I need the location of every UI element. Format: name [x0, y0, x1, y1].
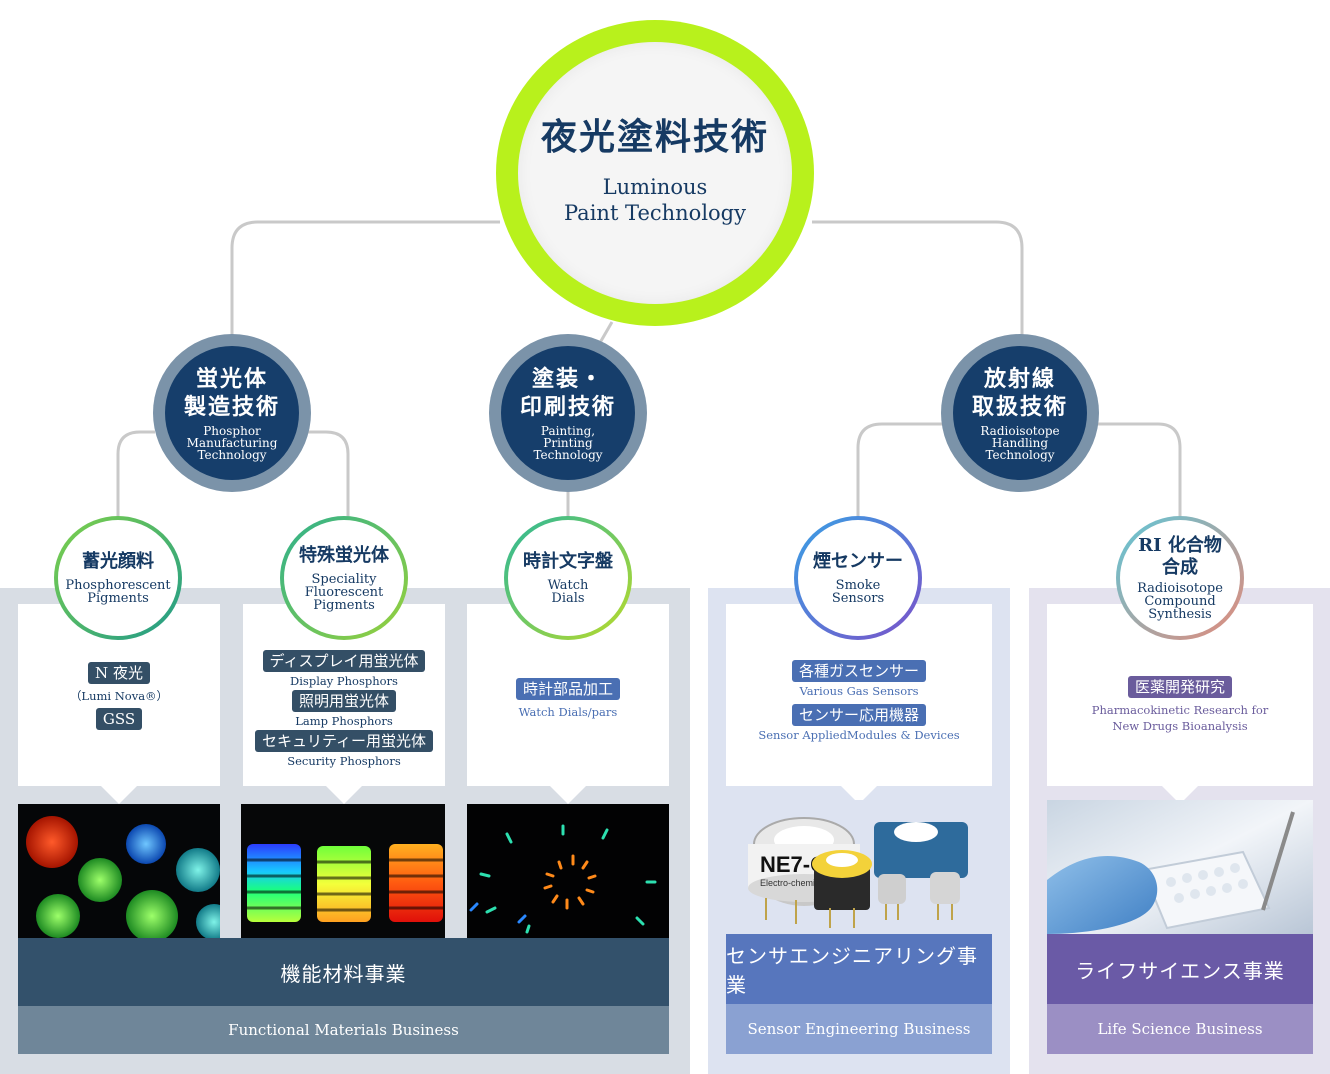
mid-jp-2: 印刷技術 — [519, 394, 616, 420]
mid-en-2: Manufacturing — [186, 436, 278, 450]
leaf-en-1: Radioisotope — [1137, 581, 1223, 596]
mid-jp-2: 取扱技術 — [971, 394, 1068, 420]
watch-parts-text: Watch Dials/pars — [518, 705, 618, 719]
leaf-en-3: Pigments — [313, 597, 375, 613]
pharma-research-text-1: Pharmacokinetic Research for — [1091, 703, 1269, 717]
mid-en-1: Painting, — [540, 424, 596, 438]
pharma-research-text-2: New Drugs Bioanalysis — [1112, 719, 1248, 733]
mid-en-2: Printing — [543, 436, 593, 450]
mid-en-3: Technology — [197, 448, 267, 462]
sensor-engineering-subtitle: Sensor Engineering Business — [726, 1004, 992, 1054]
mid-en-3: Technology — [985, 448, 1055, 462]
mid-en-3: Technology — [533, 448, 603, 462]
leaf-jp: 時計文字盤 — [523, 551, 613, 572]
sensor-devices-text: Sensor AppliedModules & Devices — [758, 728, 960, 742]
gas-sensors-text: Various Gas Sensors — [799, 684, 919, 698]
leaf-en-1: Speciality — [311, 571, 377, 587]
leaf-en-2: Fluorescent — [304, 584, 384, 600]
tag-watch-parts: 時計部品加工 — [515, 678, 620, 700]
sensor-engineering-title: センサエンジニアリング事業 — [726, 934, 992, 1004]
root-title-en-2: Paint Technology — [564, 201, 746, 225]
photo-glowing-bottles — [18, 804, 220, 938]
leaf-jp: 煙センサー — [813, 551, 903, 572]
leaf-en-3: Synthesis — [1148, 607, 1212, 622]
tag-gss: GSS — [95, 708, 143, 730]
mid-jp-1: 蛍光体 — [195, 366, 268, 392]
leaf-jp-2: 合成 — [1162, 557, 1198, 578]
lamp-phosphors-text: Lamp Phosphors — [295, 714, 393, 728]
tag-security-phosphors: セキュリティー用蛍光体 — [254, 730, 434, 752]
leaf-jp-1: RI 化合物 — [1138, 535, 1222, 556]
functional-materials-title: 機能材料事業 — [18, 938, 669, 1006]
photo-lab-research — [1047, 800, 1313, 934]
tag-n-yakou: N 夜光 — [88, 662, 150, 684]
life-science-subtitle: Life Science Business — [1047, 1004, 1313, 1054]
leaf-jp: 特殊蛍光体 — [299, 544, 389, 566]
mid-en-1: Phosphor — [203, 424, 261, 438]
tag-pharma-research: 医薬開発研究 — [1127, 676, 1232, 698]
functional-materials-subtitle: Functional Materials Business — [18, 1006, 669, 1054]
mid-jp-1: 放射線 — [983, 366, 1056, 392]
leaf-en-2: Pigments — [87, 591, 149, 606]
tag-display-phosphors: ディスプレイ用蛍光体 — [262, 650, 426, 672]
mid-en-2: Handling — [991, 436, 1049, 450]
sensor-model-sublabel: Electro-chemical — [760, 878, 827, 888]
leaf-en-1: Watch — [547, 578, 589, 593]
life-science-title: ライフサイエンス事業 — [1047, 934, 1313, 1004]
mid-en-1: Radioisotope — [980, 424, 1060, 438]
root-node-luminous-paint: 夜光塗料技術 Luminous Paint Technology — [496, 20, 814, 326]
root-title-jp: 夜光塗料技術 — [540, 116, 769, 158]
leaf-en-1: Phosphorescent — [65, 578, 171, 593]
leaf-en-2: Sensors — [831, 591, 885, 606]
mid-jp-2: 製造技術 — [183, 394, 280, 420]
photo-phosphor-samples — [241, 804, 445, 938]
leaf-en-2: Compound — [1144, 594, 1216, 609]
leaf-en-1: Smoke — [835, 578, 881, 593]
photo-gas-sensors: NE7-C Electro-chemical — [726, 800, 992, 934]
lumi-nova-text: （Lumi Nova®） — [69, 689, 169, 703]
photo-watch-dial — [467, 804, 669, 938]
tag-gas-sensors: 各種ガスセンサー — [791, 660, 926, 682]
leaf-en-2: Dials — [551, 591, 585, 606]
tag-sensor-devices: センサー応用機器 — [791, 704, 926, 726]
root-title-en-1: Luminous — [602, 175, 708, 199]
security-phosphors-text: Security Phosphors — [287, 754, 401, 768]
display-phosphors-text: Display Phosphors — [290, 674, 398, 688]
card-fluorescent: ディスプレイ用蛍光体 Display Phosphors 照明用蛍光体 Lamp… — [243, 604, 445, 804]
mid-jp-1: 塗装・ — [531, 366, 604, 392]
tag-lamp-phosphors: 照明用蛍光体 — [291, 690, 396, 712]
leaf-jp: 蓄光顔料 — [82, 551, 154, 572]
